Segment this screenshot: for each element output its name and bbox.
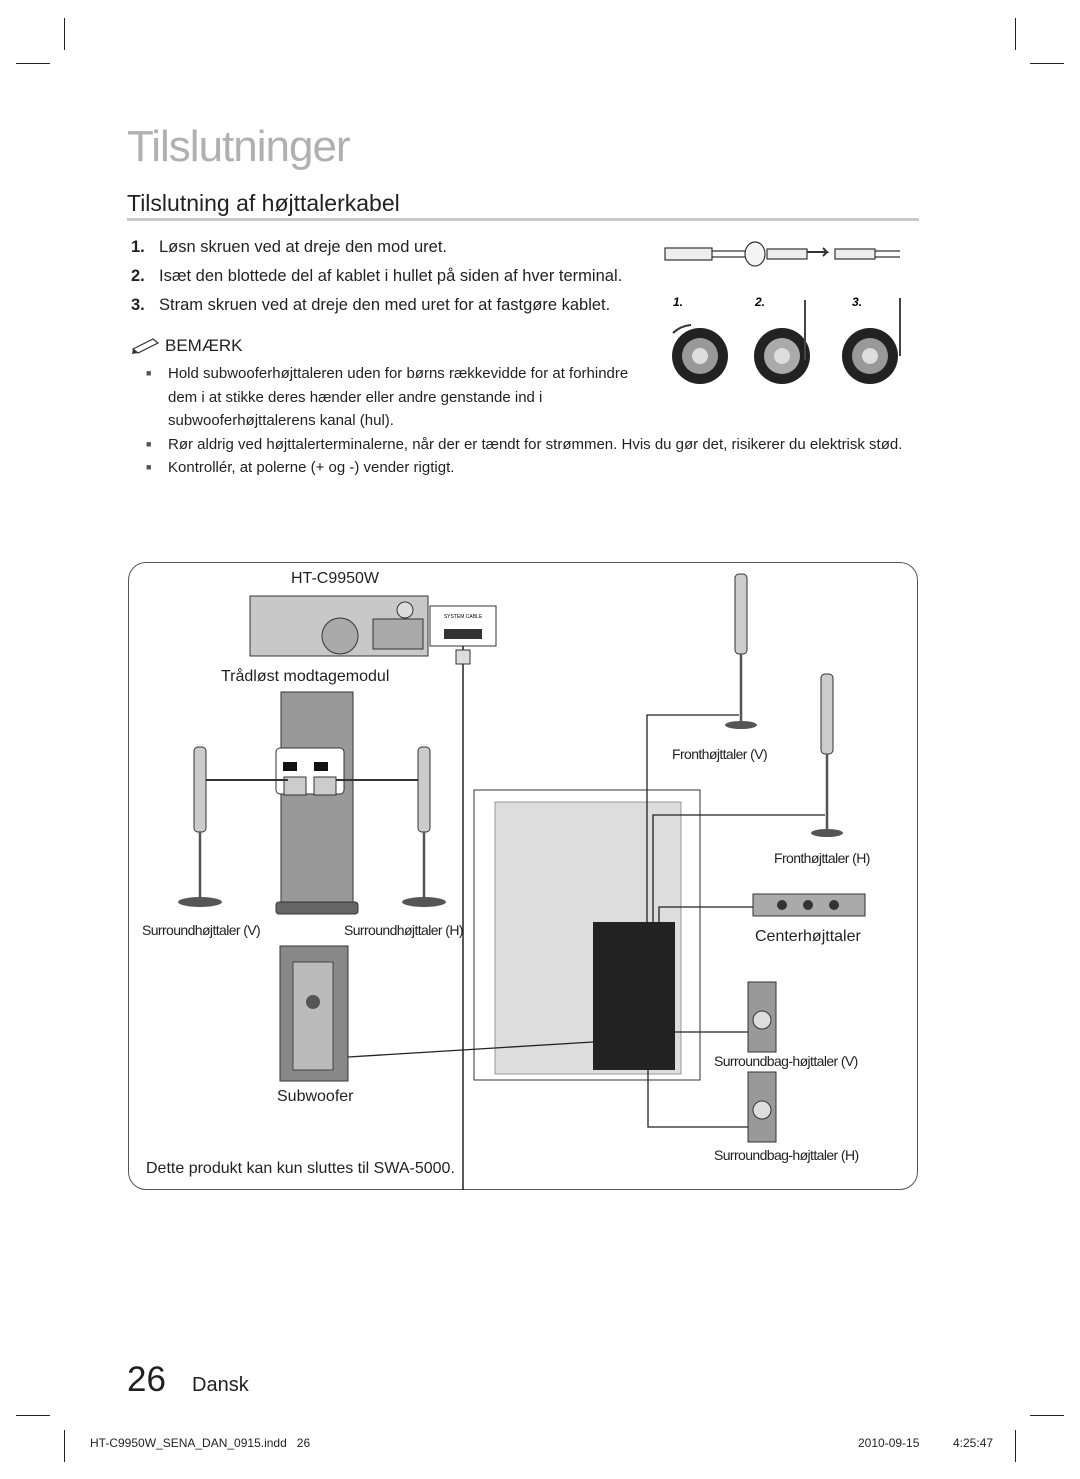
surround-right-label: Surroundhøjttaler (H) xyxy=(344,922,463,938)
front-speaker-right xyxy=(811,673,843,837)
center-label: Centerhøjttaler xyxy=(755,928,861,945)
crop-mark xyxy=(16,63,50,64)
front-speaker-left xyxy=(725,573,757,729)
crop-mark xyxy=(1015,18,1016,50)
crop-mark xyxy=(16,1415,50,1416)
step-list: 1.Løsn skruen ved at dreje den mod uret.… xyxy=(131,236,661,323)
crop-mark xyxy=(1030,63,1064,64)
subwoofer-unit xyxy=(279,945,349,1082)
compat-note: Dette produkt kan kun sluttes til SWA-50… xyxy=(146,1160,455,1177)
surround-back-left xyxy=(747,981,777,1053)
system-cable-label: SYSTEM CABLE xyxy=(444,614,483,620)
diagram-artwork: SYSTEM CABLE xyxy=(178,573,866,1190)
footer-file: HT-C9950W_SENA_DAN_0915.indd 26 xyxy=(90,1436,311,1450)
crop-mark xyxy=(64,1430,65,1462)
front-right-label: Fronthøjttaler (H) xyxy=(774,850,870,866)
receiver-back-panel xyxy=(473,789,701,1081)
connection-diagram xyxy=(128,562,918,1190)
surround-back-right xyxy=(747,1071,777,1143)
note-heading: BEMÆRK xyxy=(131,336,242,356)
page-number: 26 xyxy=(127,1360,166,1399)
section-rule xyxy=(127,218,919,221)
system-cable-port xyxy=(429,605,497,647)
note-item: Kontrollér, at polerne (+ og -) vender r… xyxy=(146,456,902,480)
center-speaker xyxy=(752,893,866,917)
step-item: 2.Isæt den blottede del af kablet i hull… xyxy=(131,267,623,285)
front-left-label: Fronthøjttaler (V) xyxy=(672,746,768,762)
fig-step-2: 2. xyxy=(754,295,765,309)
wireless-module-label: Trådløst modtagemodul xyxy=(221,668,390,685)
step-item: 3.Stram skruen ved at dreje den med uret… xyxy=(131,296,611,314)
subwoofer-tower xyxy=(275,691,359,915)
step-item: 1.Løsn skruen ved at dreje den mod uret. xyxy=(131,238,447,256)
surround-speaker-left xyxy=(178,746,222,907)
page-language: Dansk xyxy=(192,1374,249,1396)
wireless-module xyxy=(249,595,429,657)
surround-speaker-right xyxy=(402,746,446,907)
model-label: HT-C9950W xyxy=(291,570,380,587)
note-item: Hold subwooferhøjttaleren uden for børns… xyxy=(146,362,648,433)
footer-date: 2010-09-15 xyxy=(858,1436,920,1450)
crop-mark xyxy=(1030,1415,1064,1416)
terminal-knob-3 xyxy=(842,298,901,384)
terminal-knob-1 xyxy=(672,324,728,384)
surround-left-label: Surroundhøjttaler (V) xyxy=(142,922,261,938)
surround-back-right-label: Surroundbag-højttaler (H) xyxy=(714,1147,859,1163)
footer-time: 4:25:47 xyxy=(953,1436,994,1450)
chapter-title: Tilslutninger xyxy=(127,122,351,171)
crop-mark xyxy=(1015,1430,1016,1462)
terminal-knob-2 xyxy=(754,300,810,384)
section-title: Tilslutning af højttalerkabel xyxy=(127,190,400,216)
subwoofer-label: Subwoofer xyxy=(277,1088,354,1105)
crop-mark xyxy=(64,18,65,50)
surround-back-left-label: Surroundbag-højttaler (V) xyxy=(714,1053,858,1069)
fig-step-1: 1. xyxy=(673,295,683,309)
note-list: Hold subwooferhøjttaleren uden for børns… xyxy=(146,362,902,480)
note-item: Rør aldrig ved højttalerterminalerne, nå… xyxy=(146,433,902,457)
fig-step-3: 3. xyxy=(852,295,862,309)
terminal-illustration: 1. 2. 3. xyxy=(664,241,901,384)
pencil-icon xyxy=(131,338,160,354)
